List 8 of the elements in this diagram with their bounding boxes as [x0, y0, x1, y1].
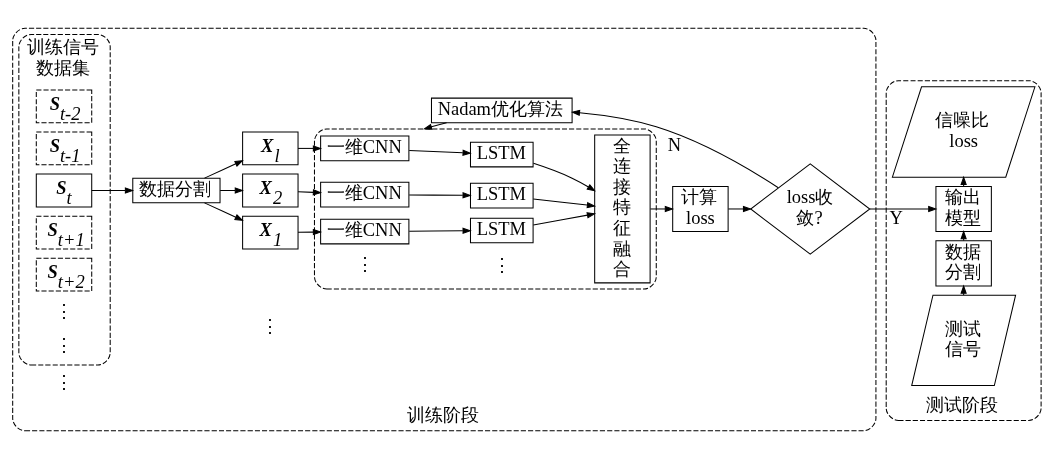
label: ⋮ — [54, 371, 73, 392]
label: ⋮ — [492, 254, 511, 275]
label: ⋮ — [54, 335, 73, 356]
edge-label: Y — [889, 207, 903, 228]
label: ⋮ — [261, 315, 280, 336]
label: ⋮ — [355, 253, 374, 274]
label: ⋮ — [54, 301, 73, 322]
edge-label: N — [667, 134, 682, 155]
